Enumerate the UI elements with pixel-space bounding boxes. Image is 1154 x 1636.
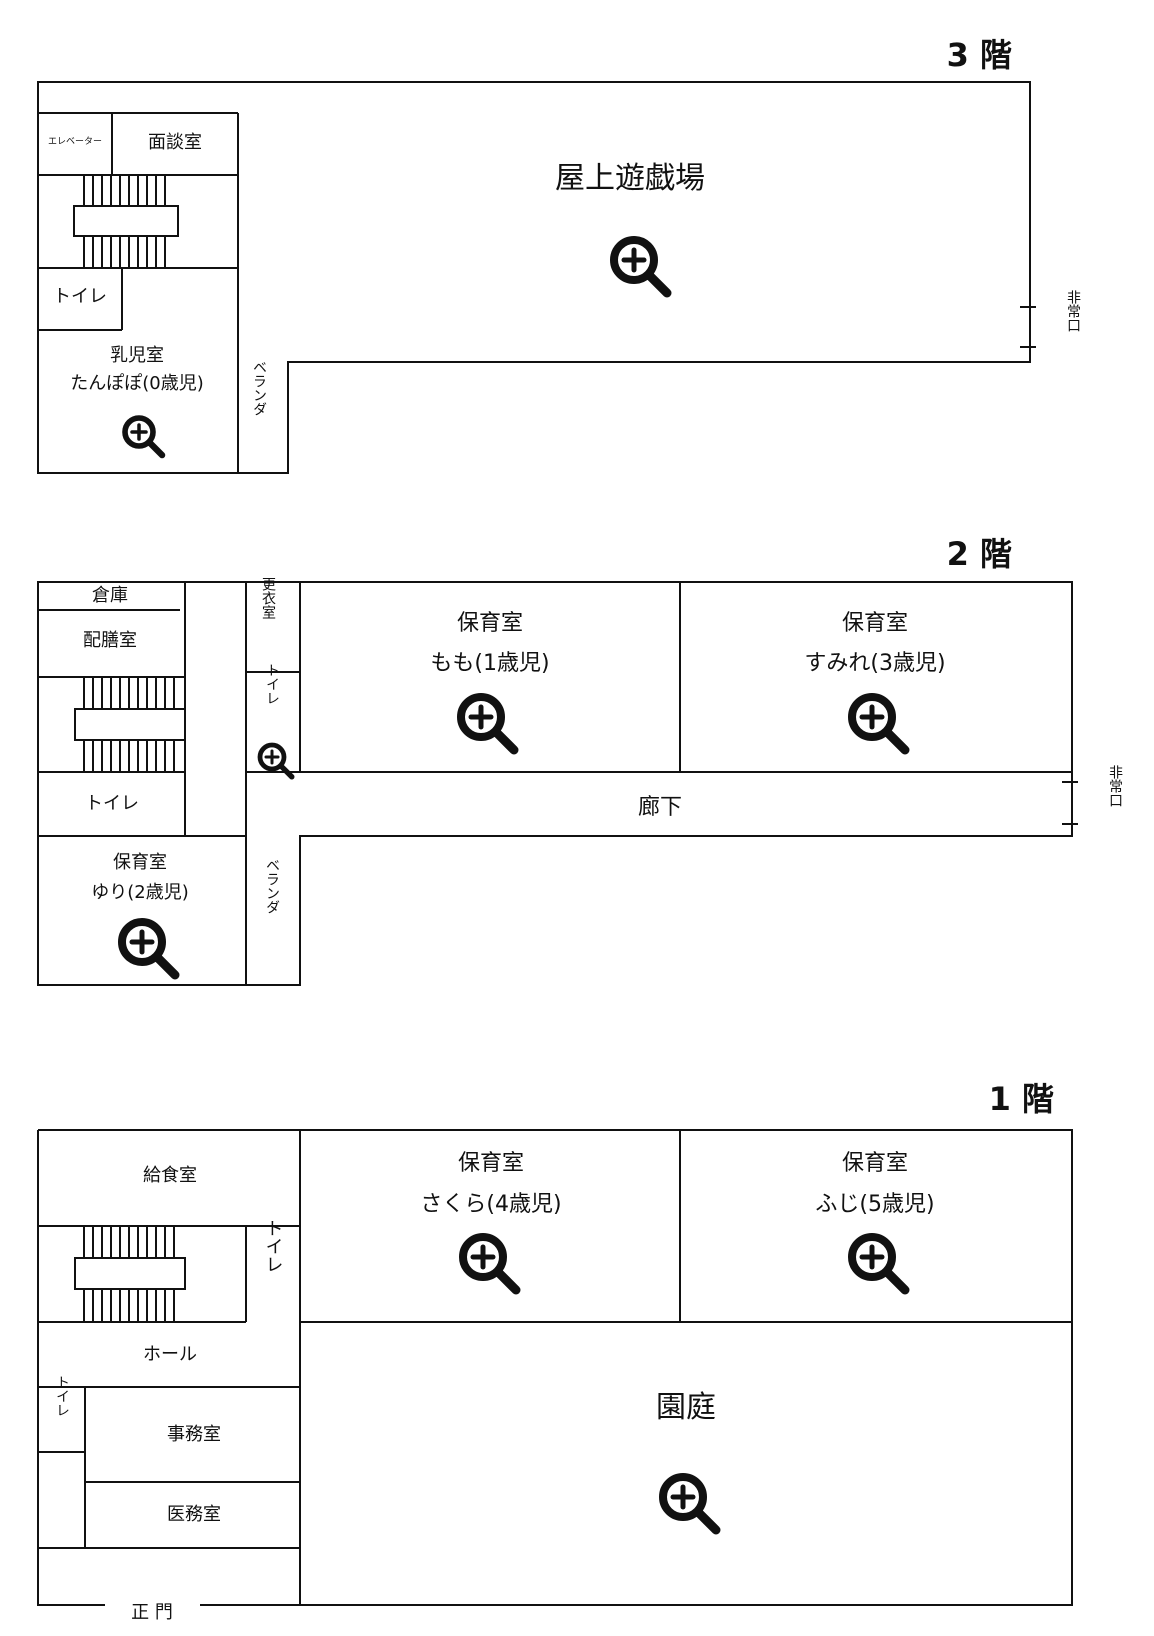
room-serving: 配膳室	[83, 630, 137, 651]
room-corridor: 廊下	[638, 795, 682, 820]
floor-2-title: 2 階	[947, 535, 1012, 573]
room-toilet: トイレ	[53, 286, 107, 307]
stairs	[74, 677, 186, 772]
floor-3: 非常口 エレベーター 面談室 トイレ 乳児室 たんぽぽ(0歳児) ベランダ 屋上…	[37, 81, 1081, 474]
room-sumire-name: すみれ(3歳児)	[804, 651, 945, 676]
room-sakura-name: さくら(4歳児)	[420, 1192, 561, 1217]
room-office: 事務室	[167, 1424, 221, 1445]
room-storage: 倉庫	[92, 585, 128, 606]
room-garden: 園庭	[656, 1390, 716, 1425]
floor-1-title: 1 階	[989, 1080, 1054, 1118]
zoom-in-icon[interactable]	[463, 1237, 516, 1290]
floor-3-title: 3 階	[947, 36, 1012, 74]
stairs	[73, 175, 179, 268]
room-veranda: ベランダ	[251, 360, 267, 416]
zoom-in-icon[interactable]	[614, 240, 667, 293]
emergency-exit-label: 非常口	[1065, 290, 1081, 332]
room-elevator: エレベーター	[48, 136, 102, 147]
room-fuji-label: 保育室	[842, 1151, 908, 1176]
room-fuji-name: ふじ(5歳児)	[815, 1192, 934, 1217]
room-infant-label: 乳児室	[110, 345, 164, 366]
emergency-exit-label: 非常口	[1107, 765, 1123, 807]
room-momo-label: 保育室	[457, 611, 523, 636]
room-yuri-label: 保育室	[113, 852, 167, 873]
zoom-in-icon[interactable]	[852, 697, 905, 750]
zoom-in-icon[interactable]	[461, 697, 514, 750]
room-medical: 医務室	[167, 1504, 221, 1525]
room-hall: ホール	[143, 1344, 197, 1365]
room-kitchen: 給食室	[143, 1165, 197, 1186]
stairs	[74, 1226, 186, 1322]
room-infant-name: たんぽぽ(0歳児)	[70, 373, 204, 394]
room-sakura-label: 保育室	[458, 1151, 524, 1176]
room-sumire-label: 保育室	[842, 611, 908, 636]
floor-2: 非常口 倉庫 配膳室 トイレ 更衣室 トイレ 保育室 もも(1歳児) 保育室 す…	[37, 577, 1123, 986]
room-rooftop-playground: 屋上遊戯場	[555, 161, 705, 196]
zoom-in-icon[interactable]	[125, 418, 162, 455]
zoom-in-icon[interactable]	[122, 922, 175, 975]
room-toilet: トイレ	[263, 1219, 284, 1273]
zoom-in-icon[interactable]	[663, 1477, 716, 1530]
room-interview: 面談室	[148, 132, 202, 153]
room-veranda: ベランダ	[264, 858, 280, 914]
main-gate-label: 正 門	[131, 1602, 173, 1623]
room-momo-name: もも(1歳児)	[430, 651, 549, 676]
floor-1: 給食室 トイレ 保育室 さくら(4歳児) 保育室 ふじ(5歳児) ホール トイレ…	[37, 1129, 1073, 1623]
room-toilet-small: トイレ	[264, 663, 280, 705]
room-yuri-name: ゆり(2歳児)	[91, 882, 189, 903]
room-changing: 更衣室	[260, 577, 276, 619]
room-toilet-small: トイレ	[54, 1375, 70, 1417]
zoom-in-icon[interactable]	[852, 1237, 905, 1290]
room-toilet: トイレ	[85, 793, 139, 814]
